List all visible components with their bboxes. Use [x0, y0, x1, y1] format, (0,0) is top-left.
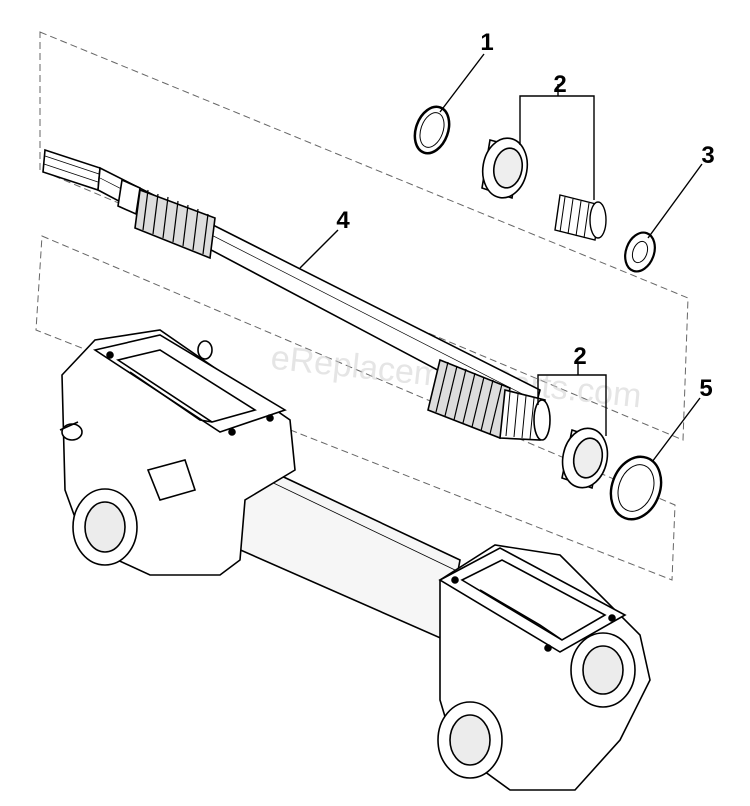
snap-ring-part-1	[413, 105, 451, 155]
callout-2-upper: 2	[553, 71, 566, 98]
leader-5	[651, 397, 701, 463]
leader-2-lower	[537, 374, 607, 436]
bearing-cone-part-2-upper	[554, 194, 607, 241]
thrust-washer-part-5	[609, 455, 663, 521]
leader-4	[299, 229, 339, 269]
gearbox-housing	[59, 329, 651, 791]
callout-3: 3	[701, 142, 714, 169]
leader-1	[439, 53, 485, 113]
worm-shaft-part-4	[42, 148, 551, 441]
callout-5: 5	[699, 375, 712, 402]
leader-3	[647, 163, 703, 239]
callout-2-lower: 2	[573, 343, 586, 370]
upper-dashed-panel	[39, 31, 689, 441]
callout-4: 4	[336, 207, 350, 234]
leader-2-upper	[519, 95, 595, 200]
bearing-cup-part-2-lower	[561, 427, 609, 490]
washer-part-3	[624, 231, 656, 273]
bearing-cup-part-2-upper	[481, 137, 529, 200]
leader-lines	[299, 53, 703, 463]
lower-dashed-panel	[35, 235, 676, 581]
callout-1: 1	[480, 29, 493, 56]
